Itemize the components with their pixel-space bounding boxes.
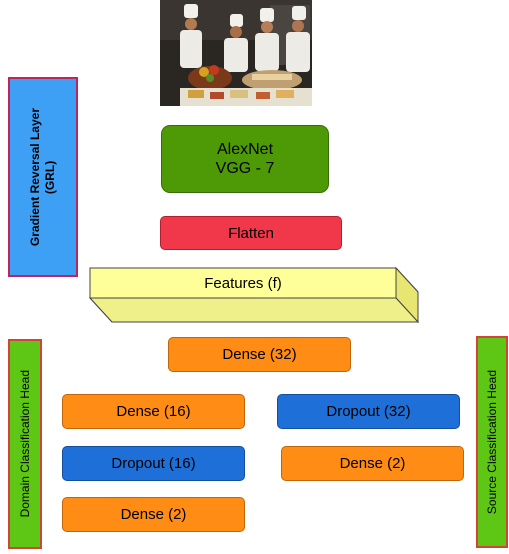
- domain-head-label-box: Domain Classification Head: [8, 339, 42, 549]
- backbone-node: AlexNet VGG - 7: [161, 125, 329, 193]
- source-head-label-box: Source Classification Head: [476, 336, 508, 548]
- features-node: Features (f): [88, 266, 420, 324]
- input-image: [160, 0, 312, 106]
- source-dropout-32-node: Dropout (32): [277, 394, 460, 429]
- flatten-label: Flatten: [228, 224, 274, 242]
- domain-dense-16-label: Dense (16): [116, 403, 191, 420]
- flatten-node: Flatten: [160, 216, 342, 250]
- grl-label-line1: Gradient Reversal Layer: [28, 107, 42, 247]
- source-dense-2-node: Dense (2): [281, 446, 464, 481]
- backbone-label-line1: AlexNet: [216, 141, 274, 158]
- grl-label-box: Gradient Reversal Layer (GRL): [8, 77, 78, 277]
- backbone-label-line2: VGG - 7: [215, 160, 275, 177]
- features-label: Features (f): [204, 275, 282, 292]
- source-head-label: Source Classification Head: [485, 369, 499, 515]
- domain-dense-2-node: Dense (2): [62, 497, 245, 532]
- domain-dense-2-label: Dense (2): [120, 506, 187, 523]
- source-dense-2-label: Dense (2): [339, 455, 406, 472]
- source-dropout-32-label: Dropout (32): [326, 403, 411, 420]
- domain-dropout-16-node: Dropout (16): [62, 446, 245, 481]
- dense-32-label: Dense (32): [222, 346, 297, 363]
- domain-dropout-16-label: Dropout (16): [111, 455, 196, 472]
- domain-head-label: Domain Classification Head: [18, 370, 32, 518]
- grl-label-line2: (GRL): [43, 160, 57, 194]
- domain-dense-16-node: Dense (16): [62, 394, 245, 429]
- dense-32-node: Dense (32): [168, 337, 351, 372]
